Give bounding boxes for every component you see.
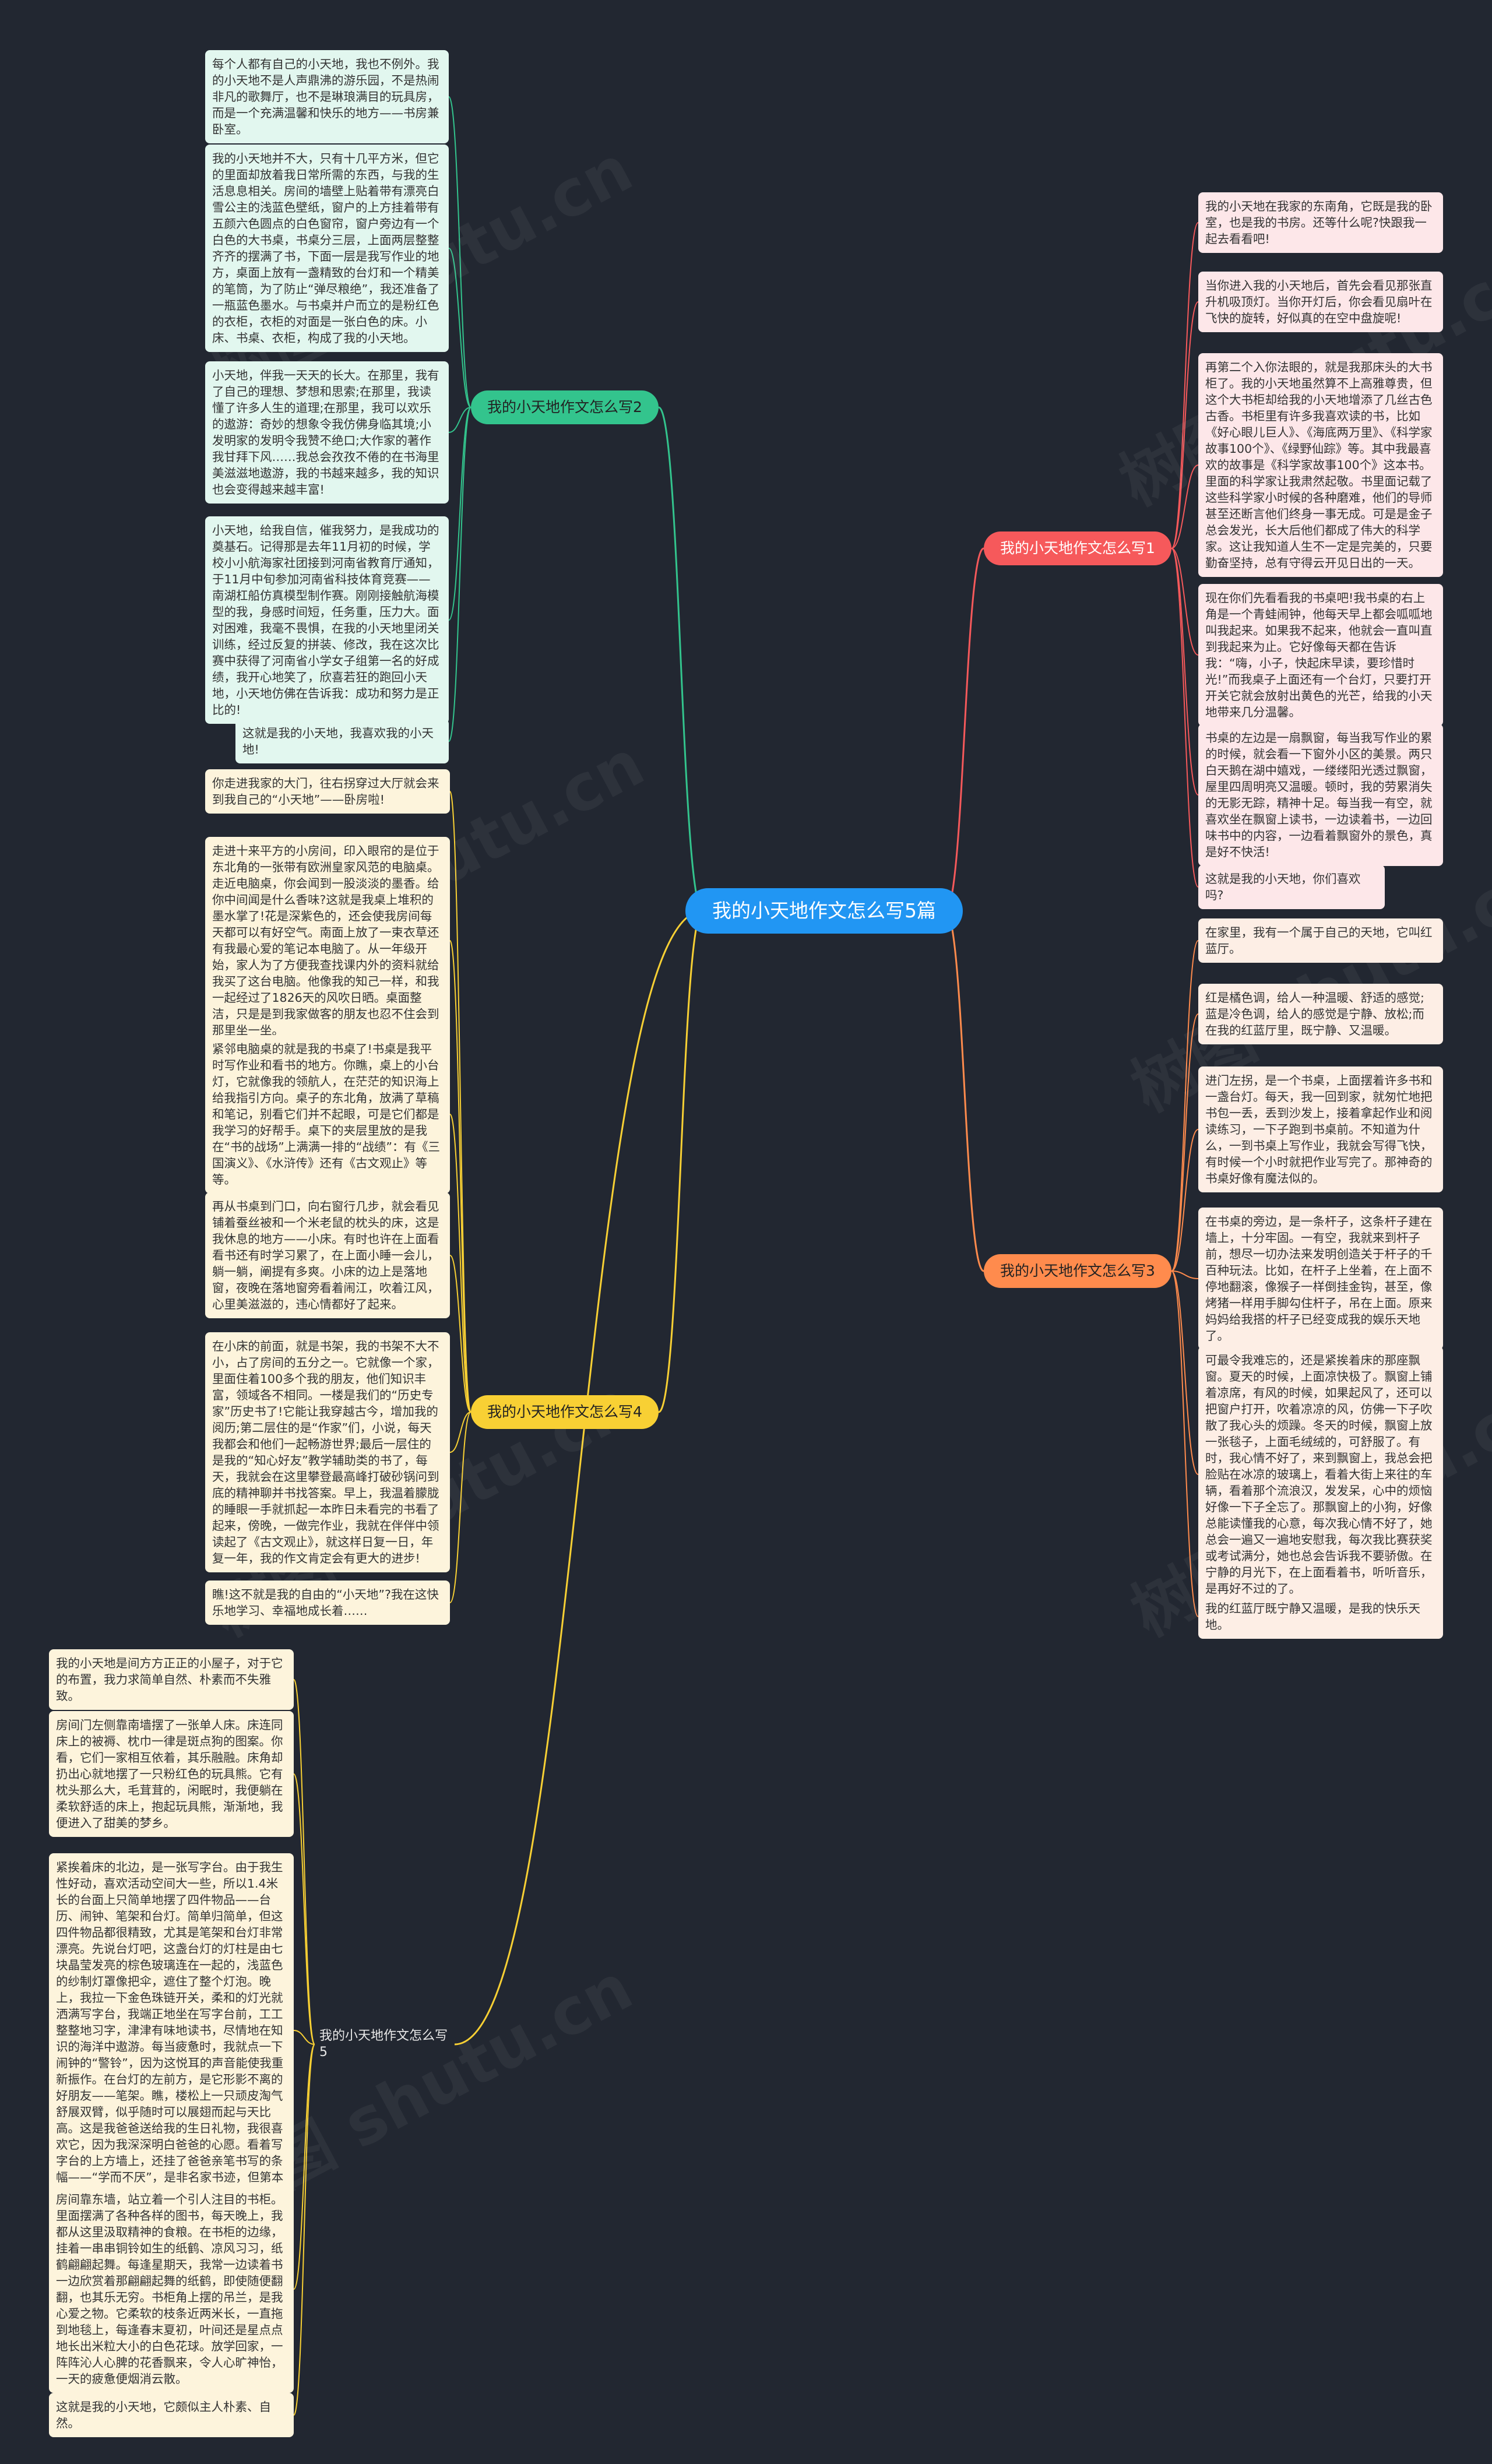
connector-line xyxy=(293,1679,315,2045)
leaf-node: 我的小天地是间方方正正的小屋子，对于它的布置，我力求简单自然、朴素而不失雅致。 xyxy=(49,1649,294,1710)
connector-line xyxy=(293,1773,315,2045)
leaf-node: 进门左拐，是一个书桌，上面摆着许多书和一盏台灯。每天，我一回到家，就匆忙地把书包… xyxy=(1198,1066,1443,1192)
connector-line xyxy=(454,910,703,2046)
leaf-node: 这就是我的小天地，我喜欢我的小天地! xyxy=(235,719,449,763)
connector-line xyxy=(449,1411,471,1603)
connector-line xyxy=(1171,1013,1199,1272)
connector-line xyxy=(945,547,984,912)
connector-line xyxy=(449,1114,471,1413)
leaf-node: 这就是我的小天地，你们喜欢吗? xyxy=(1198,865,1385,909)
connector-line xyxy=(1171,222,1199,549)
leaf-node: 瞧!这不就是我的自由的“小天地”?我在这快乐地学习、幸福地成长着…… xyxy=(205,1581,450,1625)
leaf-node: 我的红蓝厅既宁静又温暖，是我的快乐天地。 xyxy=(1198,1594,1443,1639)
leaf-node: 再第二个入你法眼的，就是我那床头的大书柜了。我的小天地虽然算不上高雅尊贵，但这个… xyxy=(1198,353,1443,577)
connector-line xyxy=(449,791,471,1413)
connector-line xyxy=(1171,301,1199,549)
leaf-node: 你走进我家的大门，往右拐穿过大厅就会来到我自己的“小天地”——卧房啦! xyxy=(205,769,450,814)
connector-line xyxy=(1171,548,1199,795)
branch-topic-2[interactable]: 我的小天地作文怎么写2 xyxy=(471,390,659,424)
connector-line xyxy=(1171,548,1199,656)
leaf-node: 紧挨着床的北边，是一张写字台。由于我生性好动，喜欢活动空间大一些，所以1.4米长… xyxy=(49,1853,294,2208)
connector-line xyxy=(448,96,471,408)
connector-line xyxy=(449,1255,471,1413)
leaf-node: 在小床的前面，就是书架，我的书架不大不小，占了房间的五分之一。它就像一个家，里面… xyxy=(205,1332,450,1572)
branch-topic-1[interactable]: 我的小天地作文怎么写1 xyxy=(984,531,1171,565)
leaf-node: 当你进入我的小天地后，首先会看见那张直升机吸顶灯。当你开灯后，你会看见扇叶在飞快… xyxy=(1198,272,1443,332)
connector-line xyxy=(658,406,703,912)
connector-line xyxy=(658,910,703,1413)
branch-topic-5[interactable]: 我的小天地作文怎么写5 xyxy=(319,2029,448,2060)
leaf-node: 小天地，伴我一天天的长大。在那里，我有了自己的理想、梦想和思索;在那里，我读懂了… xyxy=(205,361,449,504)
leaf-node: 紧邻电脑桌的就是我的书桌了!书桌是我平时写作业和看书的地方。你瞧，桌上的小台灯，… xyxy=(205,1035,450,1194)
leaf-node: 这就是我的小天地，它颇似主人朴素、自然。 xyxy=(49,2393,294,2437)
leaf-node: 走进十来平方的小房间，印入眼帘的是位于东北角的一张带有欧洲皇家风范的电脑桌。走近… xyxy=(205,837,450,1044)
connector-line xyxy=(945,910,984,1272)
leaf-node: 再从书桌到门口，向右窗行几步，就会看见铺着蚕丝被和一个米老鼠的枕头的床，这是我休… xyxy=(205,1192,450,1318)
connector-line xyxy=(293,2044,315,2290)
connector-line xyxy=(1171,1129,1199,1272)
leaf-node: 在家里，我有一个属于自己的天地，它叫红蓝厅。 xyxy=(1198,918,1443,963)
connector-line xyxy=(1171,1270,1199,1279)
leaf-node: 我的小天地在我家的东南角，它既是我的卧室，也是我的书房。还等什么呢?快跟我一起去… xyxy=(1198,192,1443,253)
connector-line xyxy=(449,1411,471,1453)
branch-topic-3[interactable]: 我的小天地作文怎么写3 xyxy=(984,1254,1171,1288)
connector-line xyxy=(1171,1270,1199,1475)
connector-line xyxy=(448,248,471,408)
connector-line xyxy=(448,407,471,433)
connector-line xyxy=(449,940,471,1413)
leaf-node: 现在你们先看看我的书桌吧!我书桌的右上角是一个青蛙闹钟，他每天早上都会呱呱地叫我… xyxy=(1198,584,1443,726)
connector-line xyxy=(293,2030,315,2045)
connector-line xyxy=(1171,548,1199,888)
leaf-node: 房间门左侧靠南墙摆了一张单人床。床连同床上的被褥、枕巾一律是斑点狗的图案。你看，… xyxy=(49,1711,294,1837)
connector-line xyxy=(448,407,471,621)
leaf-node: 在书桌的旁边，是一条杆子，这条杆子建在墙上，十分牢固。一有空，我就来到杆子前，想… xyxy=(1198,1208,1443,1350)
leaf-node: 小天地，给我自信，催我努力，是我成功的奠基石。记得那是去年11月初的时候，学校小… xyxy=(205,516,449,724)
leaf-node: 书桌的左边是一扇飘窗，每当我写作业的累的时候，就会看一下窗外小区的美景。两只白天… xyxy=(1198,724,1443,866)
leaf-node: 每个人都有自己的小天地，我也不例外。我的小天地不是人声鼎沸的游乐园，不是热闹非凡… xyxy=(205,50,449,143)
leaf-node: 可最令我难忘的，还是紧挨着床的那座飘窗。夏天的时候，上面凉快极了。飘窗上铺着凉席… xyxy=(1198,1346,1443,1603)
leaf-node: 房间靠东墙，站立着一个引人注目的书柜。里面摆满了各种各样的图书，每天晚上，我都从… xyxy=(49,2185,294,2393)
root-topic[interactable]: 我的小天地作文怎么写5篇 xyxy=(685,888,963,934)
leaf-node: 红是橘色调，给人一种温暖、舒适的感觉;蓝是冷色调，给人的感觉是宁静、放松;而在我… xyxy=(1198,984,1443,1044)
connector-line xyxy=(293,2044,315,2416)
connector-line xyxy=(1171,1270,1199,1617)
branch-topic-4[interactable]: 我的小天地作文怎么写4 xyxy=(471,1395,659,1429)
connector-line xyxy=(1171,940,1199,1272)
connector-line xyxy=(1171,464,1199,549)
leaf-node: 我的小天地并不大，只有十几平方米，但它的里面却放着我日常所需的东西，与我的生活息… xyxy=(205,145,449,352)
connector-line xyxy=(448,407,471,742)
